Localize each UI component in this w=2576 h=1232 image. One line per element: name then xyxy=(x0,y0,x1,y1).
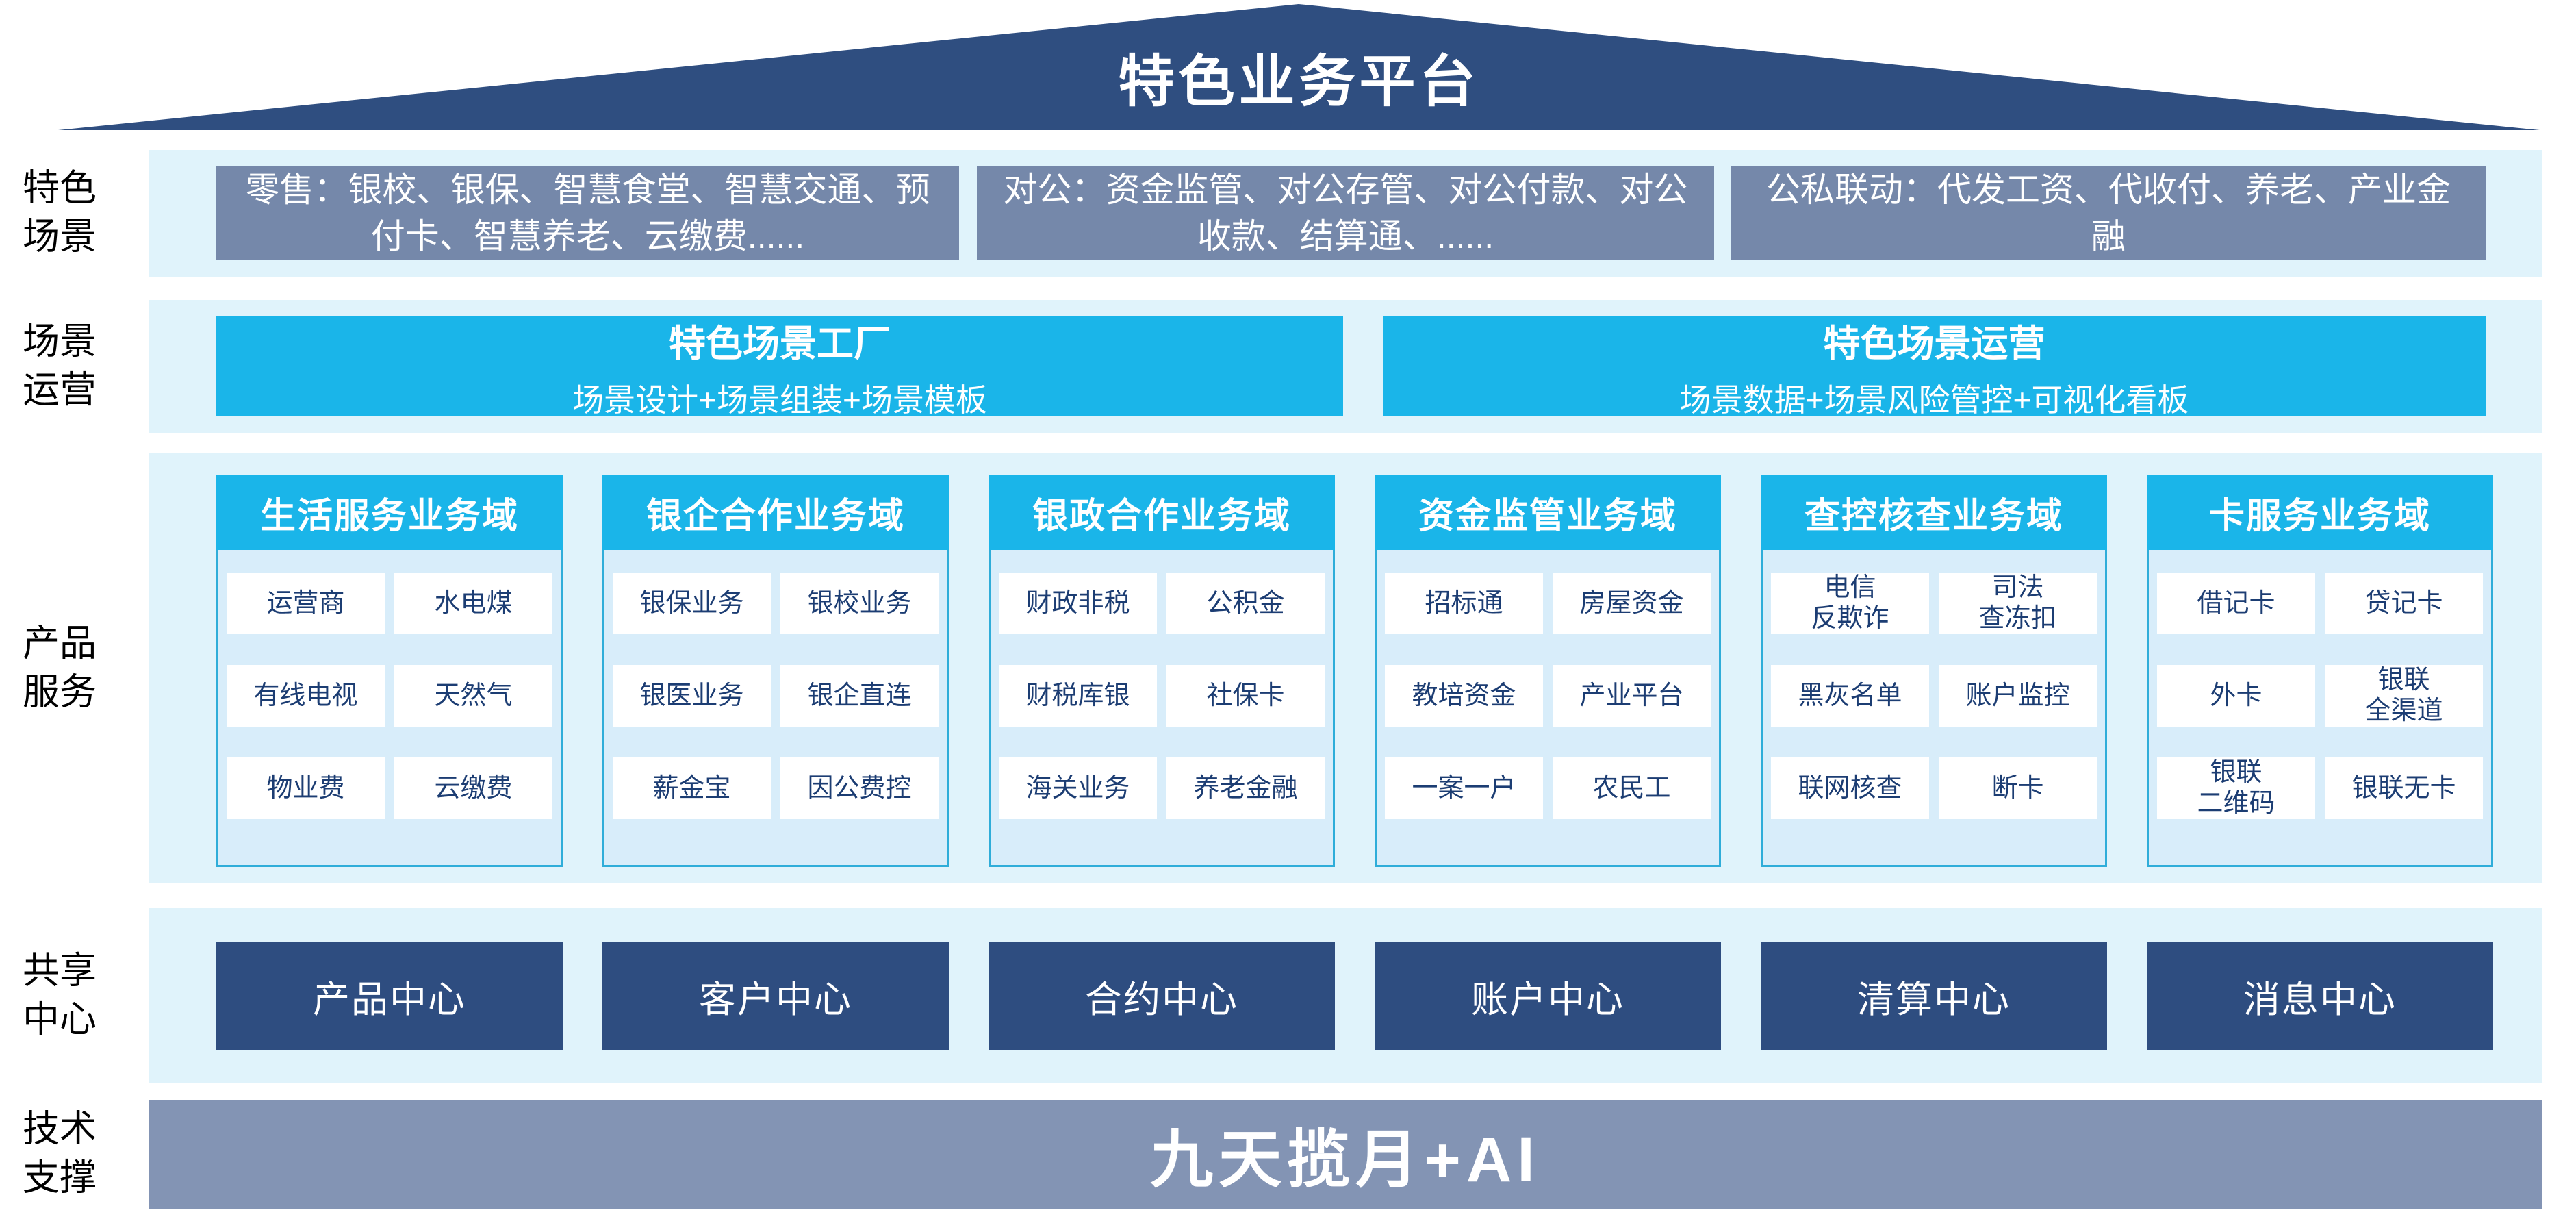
product-column-life-services: 生活服务业务域 运营商 水电煤 有线电视 天然气 物业费 云缴费 xyxy=(216,475,563,867)
product-cell: 银联 二维码 xyxy=(2157,757,2315,819)
product-cell: 银联 全渠道 xyxy=(2325,665,2483,727)
product-cell: 公积金 xyxy=(1166,573,1325,634)
product-column-body: 借记卡 贷记卡 外卡 银联 全渠道 银联 二维码 银联无卡 xyxy=(2147,550,2493,867)
product-cell: 云缴费 xyxy=(394,757,552,819)
scene-box-linkage: 公私联动：代发工资、代收付、养老、产业金融 xyxy=(1731,166,2486,260)
operations-box-factory: 特色场景工厂 场景设计+场景组装+场景模板 xyxy=(216,316,1343,418)
product-cell: 水电煤 xyxy=(394,573,552,634)
center-box-product: 产品中心 xyxy=(216,942,563,1050)
product-cell: 物业费 xyxy=(227,757,385,819)
page-title: 特色业务平台 xyxy=(1118,51,1480,113)
center-box-account: 账户中心 xyxy=(1375,942,1721,1050)
product-column-header: 查控核查业务域 xyxy=(1761,475,2107,550)
layer-label-products: 产品 服务 xyxy=(23,623,97,713)
center-box-clearing: 清算中心 xyxy=(1761,942,2107,1050)
product-cell: 黑灰名单 xyxy=(1771,665,1929,727)
scene-box-retail: 零售：银校、银保、智慧食堂、智慧交通、预付卡、智慧养老、云缴费...... xyxy=(216,166,959,260)
product-cell: 电信 反欺诈 xyxy=(1771,573,1929,634)
product-cell: 断卡 xyxy=(1939,757,2097,819)
product-column-bank-enterprise: 银企合作业务域 银保业务 银校业务 银医业务 银企直连 薪金宝 因公费控 xyxy=(602,475,949,867)
layer-label-centers: 共享 中心 xyxy=(23,950,97,1040)
product-cell: 房屋资金 xyxy=(1553,573,1711,634)
product-cell: 借记卡 xyxy=(2157,573,2315,634)
product-cell: 银联无卡 xyxy=(2325,757,2483,819)
product-column-inquiry-control: 查控核查业务域 电信 反欺诈 司法 查冻扣 黑灰名单 账户监控 联网核查 断卡 xyxy=(1761,475,2107,867)
center-box-customer: 客户中心 xyxy=(602,942,949,1050)
product-column-body: 财政非税 公积金 财税库银 社保卡 海关业务 养老金融 xyxy=(989,550,1335,867)
product-column-header: 卡服务业务域 xyxy=(2147,475,2493,550)
product-cell: 教培资金 xyxy=(1385,665,1543,727)
product-column-body: 电信 反欺诈 司法 查冻扣 黑灰名单 账户监控 联网核查 断卡 xyxy=(1761,550,2107,867)
product-cell: 招标通 xyxy=(1385,573,1543,634)
product-cell: 一案一户 xyxy=(1385,757,1543,819)
product-column-header: 生活服务业务域 xyxy=(216,475,563,550)
tech-support-bar: 九天揽月+AI xyxy=(149,1100,2542,1209)
product-column-header: 银企合作业务域 xyxy=(602,475,949,550)
product-cell: 社保卡 xyxy=(1166,665,1325,727)
product-cell: 银企直连 xyxy=(780,665,939,727)
product-column-bank-government: 银政合作业务域 财政非税 公积金 财税库银 社保卡 海关业务 养老金融 xyxy=(989,475,1335,867)
product-column-body: 招标通 房屋资金 教培资金 产业平台 一案一户 农民工 xyxy=(1375,550,1721,867)
center-box-message: 消息中心 xyxy=(2147,942,2493,1050)
layer-label-operations: 场景 运营 xyxy=(23,320,97,411)
product-cell: 有线电视 xyxy=(227,665,385,727)
product-column-header: 资金监管业务域 xyxy=(1375,475,1721,550)
product-cell: 因公费控 xyxy=(780,757,939,819)
scene-box-corporate: 对公：资金监管、对公存管、对公付款、对公收款、结算通、...... xyxy=(977,166,1714,260)
operations-box-subtitle: 场景设计+场景组装+场景模板 xyxy=(572,381,987,418)
operations-box-operation: 特色场景运营 场景数据+场景风险管控+可视化看板 xyxy=(1383,316,2486,418)
roof-shape xyxy=(58,4,2540,130)
product-cell: 银保业务 xyxy=(613,573,771,634)
product-cell: 薪金宝 xyxy=(613,757,771,819)
product-cell: 银校业务 xyxy=(780,573,939,634)
product-cell: 养老金融 xyxy=(1166,757,1325,819)
product-cell: 外卡 xyxy=(2157,665,2315,727)
product-cell: 财政非税 xyxy=(999,573,1157,634)
operations-box-title: 特色场景工厂 xyxy=(669,323,891,364)
product-cell: 财税库银 xyxy=(999,665,1157,727)
layer-label-tech: 技术 支撑 xyxy=(23,1108,97,1198)
product-column-body: 银保业务 银校业务 银医业务 银企直连 薪金宝 因公费控 xyxy=(602,550,949,867)
center-box-contract: 合约中心 xyxy=(989,942,1335,1050)
product-cell: 运营商 xyxy=(227,573,385,634)
layer-label-scenes: 特色 场景 xyxy=(23,167,97,257)
product-cell: 产业平台 xyxy=(1553,665,1711,727)
product-cell: 银医业务 xyxy=(613,665,771,727)
product-column-card-services: 卡服务业务域 借记卡 贷记卡 外卡 银联 全渠道 银联 二维码 银联无卡 xyxy=(2147,475,2493,867)
product-cell: 贷记卡 xyxy=(2325,573,2483,634)
product-cell: 海关业务 xyxy=(999,757,1157,819)
product-column-fund-supervision: 资金监管业务域 招标通 房屋资金 教培资金 产业平台 一案一户 农民工 xyxy=(1375,475,1721,867)
operations-box-subtitle: 场景数据+场景风险管控+可视化看板 xyxy=(1679,381,2189,418)
product-cell: 司法 查冻扣 xyxy=(1939,573,2097,634)
product-cell: 农民工 xyxy=(1553,757,1711,819)
product-cell: 天然气 xyxy=(394,665,552,727)
operations-box-title: 特色场景运营 xyxy=(1823,323,2045,364)
product-cell: 账户监控 xyxy=(1939,665,2097,727)
product-column-body: 运营商 水电煤 有线电视 天然气 物业费 云缴费 xyxy=(216,550,563,867)
product-cell: 联网核查 xyxy=(1771,757,1929,819)
product-column-header: 银政合作业务域 xyxy=(989,475,1335,550)
